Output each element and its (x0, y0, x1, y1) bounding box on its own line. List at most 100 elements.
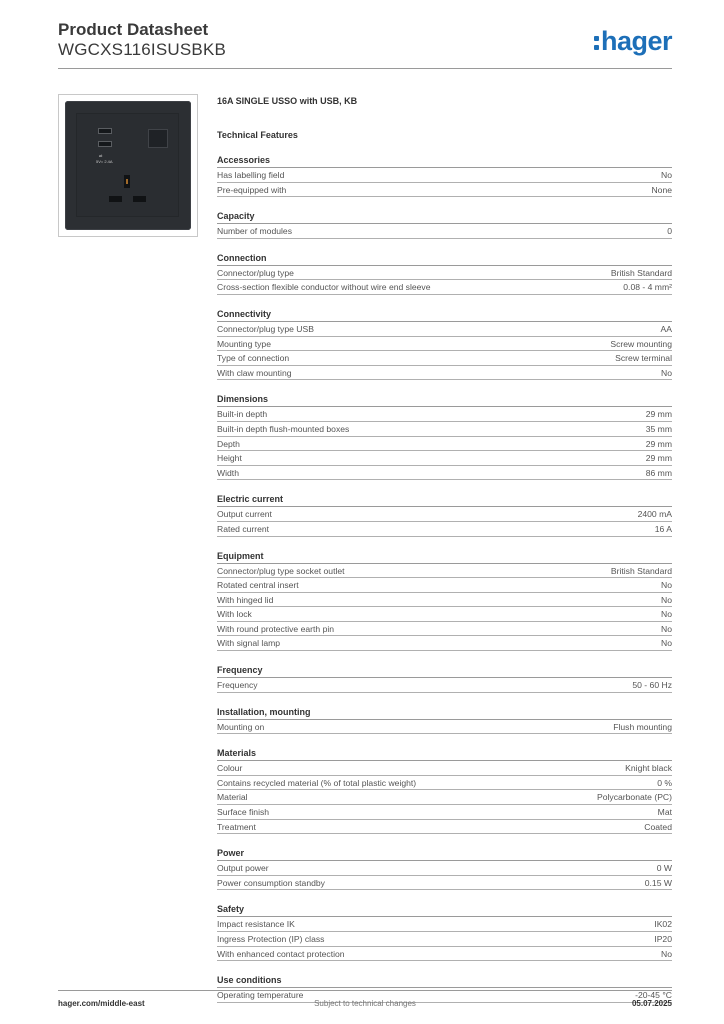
spec-row: Connector/plug type USB AA (217, 322, 672, 337)
spec-label: Rotated central insert (217, 580, 299, 591)
spec-label: Built-in depth flush-mounted boxes (217, 423, 350, 434)
spec-value: AA (660, 323, 672, 334)
spec-content: 16A SINGLE USSO with USB, KB Technical F… (217, 94, 672, 1003)
spec-value: Knight black (625, 763, 672, 774)
spec-value: 0 (667, 226, 672, 237)
spec-label: With hinged lid (217, 594, 274, 605)
section-title: Accessories (217, 153, 672, 168)
socket-plate-icon: ⇌ 5V= 2.4A (65, 101, 191, 230)
spec-value: Polycarbonate (PC) (597, 792, 672, 803)
spec-value: 0.08 - 4 mm² (623, 282, 672, 293)
spec-value: -20-45 °C (635, 990, 672, 1001)
spec-row: Operating temperature -20-45 °C (217, 988, 672, 1003)
spec-value: No (661, 367, 672, 378)
spec-row: Surface finish Mat (217, 805, 672, 820)
spec-label: Material (217, 792, 248, 803)
spec-label: Surface finish (217, 807, 270, 818)
usb-symbol-icon: ⇌ (99, 153, 103, 158)
section-title: Equipment (217, 549, 672, 564)
spec-label: Treatment (217, 821, 256, 832)
spec-label: Ingress Protection (IP) class (217, 934, 325, 944)
spec-value: IP20 (654, 934, 672, 944)
spec-value: Mat (657, 807, 672, 818)
spec-row: Rotated central insert No (217, 578, 672, 593)
spec-label: Type of connection (217, 353, 290, 364)
spec-label: Has labelling field (217, 170, 285, 180)
spec-value: 35 mm (645, 423, 672, 434)
spec-value: British Standard (610, 565, 672, 576)
earth-shutter-icon (126, 179, 128, 184)
spec-label: Built-in depth (217, 409, 268, 420)
section-title: Power (217, 846, 672, 862)
spec-value: 86 mm (645, 467, 672, 478)
spec-value: No (661, 580, 672, 591)
spec-row: With claw mounting No (217, 366, 672, 381)
spec-label: Pre-equipped with (217, 184, 287, 195)
footer-date: 05.07.2025 (631, 999, 672, 1008)
spec-value: 50 - 60 Hz (632, 680, 672, 691)
neutral-slot-icon (133, 196, 146, 202)
switch-rocker-icon (148, 129, 168, 148)
spec-row: Mounting on Flush mounting (217, 720, 672, 735)
spec-label: Operating temperature (217, 990, 304, 1001)
section-title: Dimensions (217, 392, 672, 408)
spec-label: With claw mounting (217, 367, 292, 378)
hager-logo: hager (593, 26, 673, 56)
spec-label: Connector/plug type socket outlet (217, 565, 345, 576)
spec-row: Pre-equipped with None (217, 183, 672, 198)
spec-label: Contains recycled material (% of total p… (217, 777, 417, 788)
section-title: Materials (217, 746, 672, 762)
live-slot-icon (109, 196, 122, 202)
spec-value: No (661, 623, 672, 634)
spec-label: With signal lamp (217, 638, 281, 649)
spec-value: 0 W (656, 863, 672, 874)
spec-label: Mounting on (217, 721, 265, 732)
page-header: Product Datasheet WGCXS116ISUSBKB hager (58, 20, 673, 70)
spec-label: Power consumption standby (217, 877, 325, 888)
spec-label: Width (217, 467, 239, 478)
spec-row: Treatment Coated (217, 820, 672, 835)
spec-value: No (661, 638, 672, 649)
product-image: ⇌ 5V= 2.4A (58, 94, 198, 237)
spec-value: IK02 (654, 919, 672, 930)
spec-label: With lock (217, 609, 252, 620)
section-title: Connectivity (217, 307, 672, 322)
section-title: Frequency (217, 663, 672, 679)
spec-value: Coated (644, 821, 672, 832)
spec-value: 29 mm (645, 438, 672, 449)
spec-value: 16 A (654, 523, 672, 534)
product-code: WGCXS116ISUSBKB (58, 40, 227, 59)
spec-label: With enhanced contact protection (217, 948, 345, 959)
spec-value: 2400 mA (637, 509, 672, 520)
spec-label: Number of modules (217, 226, 292, 237)
section-title: Safety (217, 902, 672, 918)
footer-website: hager.com/middle-east (58, 999, 145, 1008)
spec-label: Height (217, 453, 242, 464)
section-title: Installation, mounting (217, 705, 672, 720)
spec-label: Rated current (217, 523, 270, 534)
spec-value: None (651, 184, 672, 195)
spec-label: Connector/plug type USB (217, 323, 314, 334)
section-title: Connection (217, 251, 672, 266)
spec-row: Contains recycled material (% of total p… (217, 776, 672, 791)
spec-value: No (661, 170, 672, 180)
spec-value: Flush mounting (613, 721, 672, 732)
spec-label: Mounting type (217, 338, 271, 349)
spec-row: Built-in depth flush-mounted boxes 35 mm (217, 422, 672, 437)
